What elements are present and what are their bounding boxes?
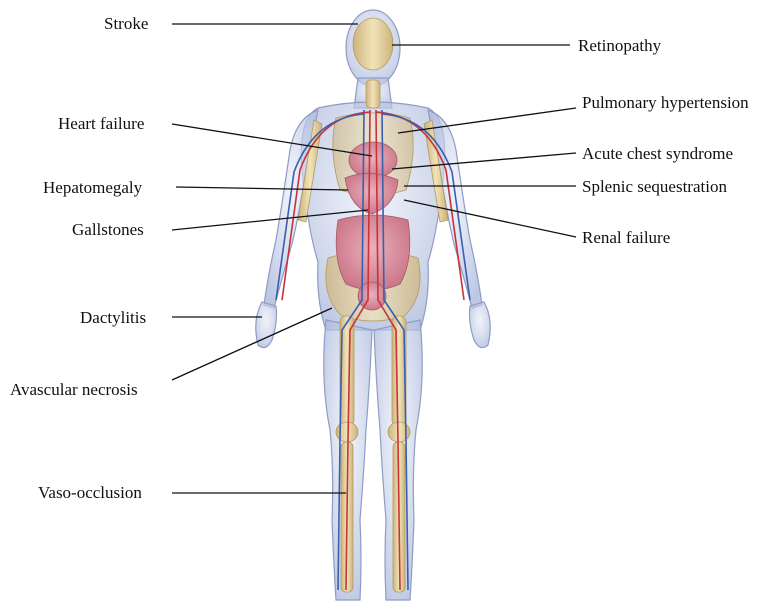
- label-hepatomegaly: Hepatomegaly: [43, 178, 142, 198]
- label-gallstones: Gallstones: [72, 220, 144, 240]
- label-pulmonary-hypertension: Pulmonary hypertension: [582, 93, 749, 113]
- label-retinopathy: Retinopathy: [578, 36, 661, 56]
- label-acute-chest-syndrome: Acute chest syndrome: [582, 144, 733, 164]
- label-avascular-necrosis: Avascular necrosis: [10, 380, 138, 400]
- leader-avascular-necrosis: [172, 308, 332, 380]
- label-vaso-occlusion: Vaso-occlusion: [38, 483, 142, 503]
- label-splenic-sequestration: Splenic sequestration: [582, 177, 727, 197]
- label-heart-failure: Heart failure: [58, 114, 144, 134]
- label-dactylitis: Dactylitis: [80, 308, 146, 328]
- label-renal-failure: Renal failure: [582, 228, 670, 248]
- label-stroke: Stroke: [104, 14, 148, 34]
